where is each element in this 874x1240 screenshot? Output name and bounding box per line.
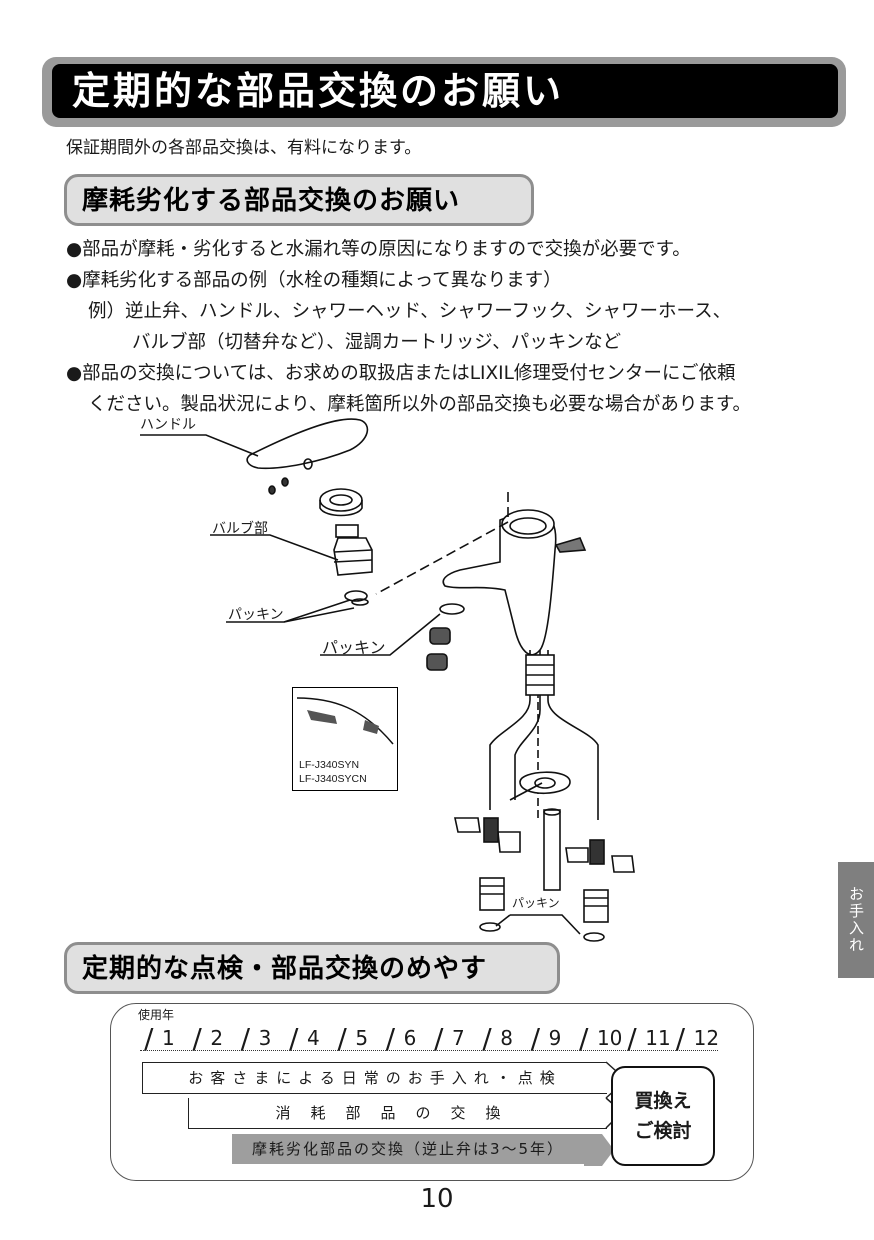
- section2-heading: 定期的な点検・部品交換のめやす: [82, 954, 488, 984]
- page-title: 定期的な部品交換のお願い: [72, 69, 565, 113]
- model-inset: LF-J340SYN LF-J340SYCN: [292, 687, 398, 791]
- year-cell: 6: [382, 1022, 430, 1055]
- side-tab-care: お手入れ: [838, 862, 874, 978]
- schedule-row-daily-care: お客さまによる日常のお手入れ・点検: [142, 1062, 607, 1094]
- model-number: LF-J340SYCN: [299, 773, 367, 785]
- schedule-row-wear-parts: 摩耗劣化部品の交換（逆止弁は3〜5年）: [232, 1134, 584, 1164]
- years-row: 1 2 3 4 5 6 7 8 9 10 11 12: [140, 1022, 720, 1055]
- year-cell: 2: [188, 1022, 236, 1055]
- valve-cartridge: [333, 537, 373, 576]
- bullet-item: 例）逆止弁、ハンドル、シャワーヘッド、シャワーフック、シャワーホース、: [88, 301, 732, 322]
- label-valve: バルブ部: [212, 521, 268, 537]
- label-packing-aerator: パッキン: [322, 638, 386, 657]
- year-cell: 3: [237, 1022, 285, 1055]
- model-inset-drawing: [296, 697, 394, 745]
- section1-heading: 摩耗劣化する部品交換のお願い: [82, 186, 461, 216]
- label-packing-valve: パッキン: [228, 607, 284, 623]
- page-number: 10: [420, 1184, 454, 1214]
- year-cell: 9: [527, 1022, 575, 1055]
- page-title-background: [52, 64, 838, 118]
- years-underline: [140, 1050, 718, 1051]
- label-packing-hose: パッキン: [512, 896, 560, 910]
- model-numbers: LF-J340SYN LF-J340SYCN: [299, 758, 367, 786]
- replacement-line: ご検討: [634, 1120, 692, 1142]
- year-cell: 4: [285, 1022, 333, 1055]
- handle-part: [246, 418, 369, 470]
- replacement-box: 買換え ご検討: [611, 1066, 715, 1166]
- bullet-item: ください。製品状況により、摩耗箇所以外の部品交換も必要な場合があります。: [88, 394, 752, 415]
- bullet-item: ●部品の交換については、お求めの取扱店またはLIXIL修理受付センターにご依頼: [66, 363, 736, 384]
- model-number: LF-J340SYN: [299, 759, 360, 771]
- year-cell: 1: [140, 1022, 188, 1055]
- replacement-line: 買換え: [634, 1090, 692, 1112]
- section1-bullets: ●部品が摩耗・劣化すると水漏れ等の原因になりますので交換が必要です。 ●摩耗劣化…: [66, 234, 856, 420]
- label-handle: ハンドル: [140, 417, 196, 433]
- bullet-item: ●摩耗劣化する部品の例（水栓の種類によって異なります）: [66, 270, 562, 291]
- year-cell: 10: [575, 1022, 623, 1055]
- year-cell: 7: [430, 1022, 478, 1055]
- year-cell: 12: [672, 1022, 720, 1055]
- bullet-item: バルブ部（切替弁など）、湿調カートリッジ、パッキンなど: [132, 332, 622, 353]
- bullet-item: ●部品が摩耗・劣化すると水漏れ等の原因になりますので交換が必要です。: [66, 239, 691, 260]
- years-label: 使用年: [138, 1008, 175, 1022]
- year-cell: 11: [623, 1022, 671, 1055]
- intro-text: 保証期間外の各部品交換は、有料になります。: [66, 138, 422, 158]
- section2-heading-box: [64, 942, 560, 994]
- year-cell: 5: [333, 1022, 381, 1055]
- faucet-exploded-diagram: [140, 418, 635, 942]
- section1-heading-box: [64, 174, 534, 226]
- year-cell: 8: [478, 1022, 526, 1055]
- schedule-row-consumables: 消耗部品の交換: [188, 1098, 607, 1129]
